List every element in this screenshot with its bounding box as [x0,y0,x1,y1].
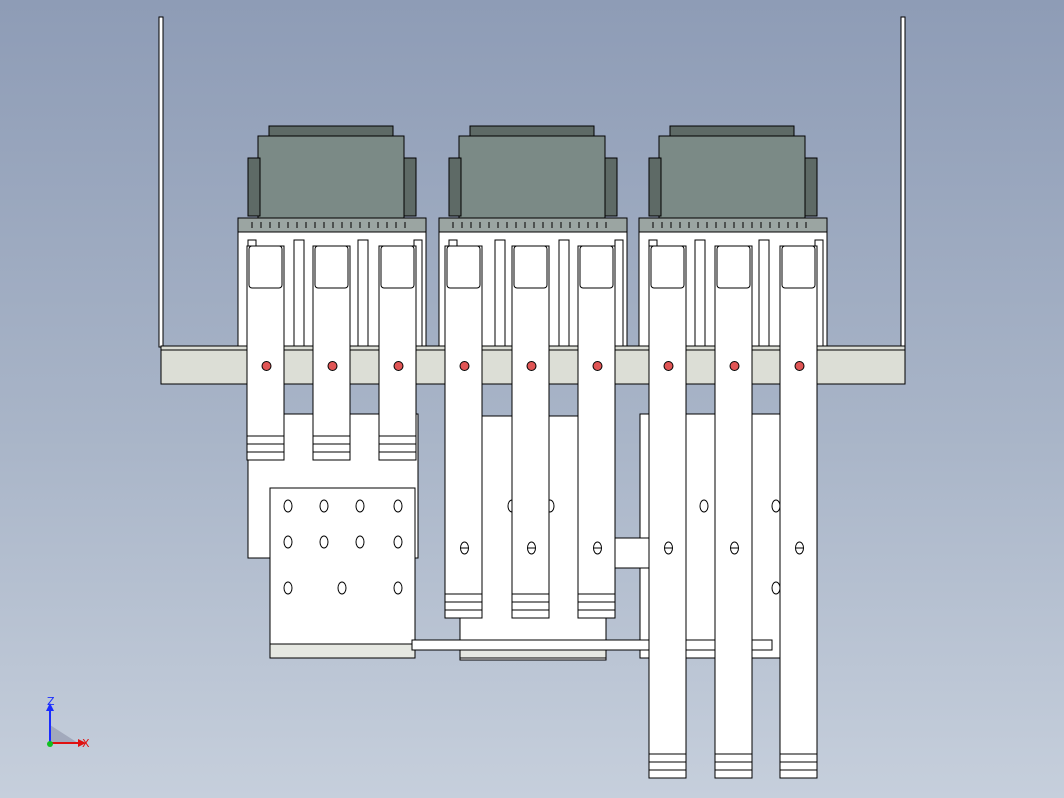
mounting-hole [393,499,403,513]
bus-bar-4 [444,245,483,619]
mounting-bracket [900,16,906,348]
rail-screw [794,361,805,371]
bus-bar-3 [378,245,417,461]
side-latch [648,157,662,217]
terminal-strip [237,217,427,233]
bus-bar-1 [246,245,285,461]
side-latch [804,157,818,217]
bus-bars [246,245,818,779]
z-axis-label: Z [47,695,55,708]
mounting-hole [393,535,403,549]
side-latch [448,157,462,217]
rail-screw [729,361,740,371]
housing-post [614,239,624,347]
mounting-hole [337,581,347,595]
rail-screw [393,361,404,371]
bus-bar-6 [577,245,616,619]
rail-screw [459,361,470,371]
relay-body [257,135,405,221]
housing-post [357,239,369,347]
housing-post [558,239,570,347]
x-axis-arrow [78,739,86,747]
bus-bar-9 [779,245,818,779]
terminal-plate-left [269,487,416,659]
mounting-hole [283,535,293,549]
side-latch [247,157,261,217]
mounting-hole [319,499,329,513]
mounting-hole [771,581,781,595]
mounting-bracket [158,16,164,348]
y-axis-dot [47,741,53,747]
bus-bar-clip [248,245,283,289]
rail-screw [592,361,603,371]
connecting-link [411,639,773,651]
z-axis-arrow [46,703,54,711]
bus-bar-7 [648,245,687,779]
terminal-strip [438,217,628,233]
housing-post [293,239,305,347]
mounting-hole [319,535,329,549]
bus-bar-clip [579,245,614,289]
housing-post [494,239,506,347]
bus-bar-clip [650,245,685,289]
bus-bar-clip [513,245,548,289]
side-latch [403,157,417,217]
bus-bar-body [714,245,753,779]
bus-bar-clip [781,245,816,289]
mounting-hole [283,581,293,595]
bus-bar-clip [446,245,481,289]
bus-bar-body [648,245,687,779]
rail-screw [261,361,272,371]
mounting-hole [771,499,781,513]
mounting-hole [355,499,365,513]
housing-post [758,239,770,347]
bus-bar-body [444,245,483,619]
rail-screw [526,361,537,371]
bus-bar-clip [380,245,415,289]
housing-post [694,239,706,347]
terminal-plate-left-edge [269,643,416,659]
mounting-hole [283,499,293,513]
relay-body [458,135,606,221]
bus-bar-5 [511,245,550,619]
axis-triad: Z X [46,695,90,750]
x-axis-label: X [82,737,90,750]
bus-bar-2 [312,245,351,461]
bus-bar-8 [714,245,753,779]
mounting-hole [355,535,365,549]
bus-bar-body [779,245,818,779]
rail-screw [663,361,674,371]
relay-body [658,135,806,221]
bus-bar-body [511,245,550,619]
mounting-hole [393,581,403,595]
terminal-strip [638,217,828,233]
side-latch [604,157,618,217]
bus-bar-clip [314,245,349,289]
bus-bar-clip [716,245,751,289]
bus-bar-body [577,245,616,619]
rail-screw [327,361,338,371]
triad-plane [50,725,78,743]
mounting-hole [699,499,709,513]
